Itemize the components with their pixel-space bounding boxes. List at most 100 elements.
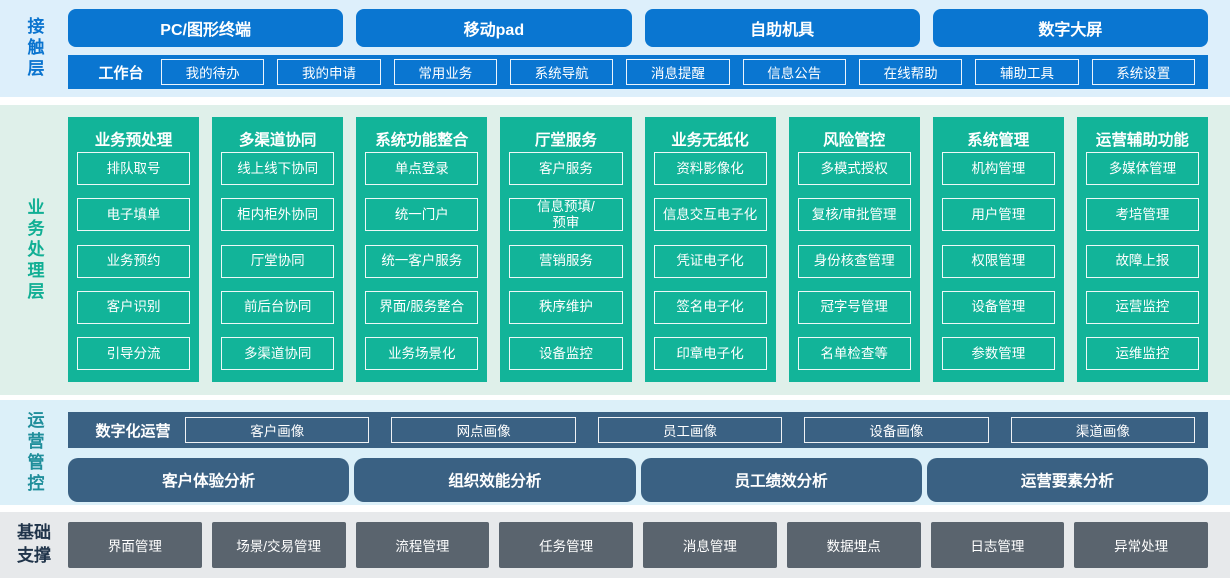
business-module-node: 单点登录 — [365, 152, 479, 185]
business-column: 系统功能整合 单点登录统一门户统一客户服务界面/服务整合业务场景化 — [356, 117, 488, 382]
business-module-node: 电子填单 — [77, 198, 191, 232]
business-module-node: 秩序维护 — [509, 290, 623, 324]
workbench-item: 系统设置 — [1091, 59, 1195, 85]
business-module-node: 运维监控 — [1085, 337, 1199, 370]
portrait-node: 渠道画像 — [1010, 417, 1196, 443]
business-column-title: 系统管理 — [967, 131, 1030, 149]
business-module-node: 签名电子化 — [653, 290, 767, 324]
workbench-item: 我的待办 — [161, 59, 265, 85]
business-module-node: 统一客户服务 — [365, 244, 479, 278]
terminal-node: 移动pad — [356, 9, 632, 47]
foundation-node: 数据埋点 — [786, 522, 921, 568]
business-module-node: 故障上报 — [1085, 244, 1199, 278]
operations-layer-band: 运营管控 数字化运营 客户画像网点画像员工画像设备画像渠道画像 客户体验分析组织… — [0, 400, 1230, 505]
business-module-node: 用户管理 — [941, 198, 1055, 232]
business-column-title: 风险管控 — [823, 131, 886, 149]
business-layer-band: 业务处理层 业务预处理 排队取号电子填单业务预约客户识别引导分流 多渠道协同 线… — [0, 105, 1230, 395]
workbench-items: 我的待办我的申请常用业务系统导航消息提醒信息公告在线帮助辅助工具系统设置 — [161, 59, 1195, 85]
digital-ops-items: 客户画像网点画像员工画像设备画像渠道画像 — [185, 417, 1196, 443]
digital-ops-label: 数字化运营 — [95, 422, 171, 440]
portrait-node: 网点画像 — [391, 417, 576, 443]
business-module-node: 参数管理 — [941, 337, 1055, 370]
operations-layer-content: 数字化运营 客户画像网点画像员工画像设备画像渠道画像 客户体验分析组织效能分析员… — [68, 400, 1208, 505]
business-column: 多渠道协同 线上线下协同柜内柜外协同厅堂协同前后台协同多渠道协同 — [212, 117, 344, 382]
business-column: 厅堂服务 客户服务信息预填/ 预审营销服务秩序维护设备监控 — [500, 117, 632, 382]
analysis-row: 客户体验分析组织效能分析员工绩效分析运营要素分析 — [68, 458, 1208, 502]
business-module-node: 前后台协同 — [221, 290, 335, 324]
terminal-node: 数字大屏 — [932, 9, 1208, 47]
business-column-title: 厅堂服务 — [534, 131, 597, 149]
business-module-node: 设备监控 — [509, 337, 623, 370]
business-module-node: 多模式授权 — [797, 152, 911, 185]
analysis-node: 组织效能分析 — [354, 458, 636, 502]
foundation-node: 任务管理 — [499, 522, 633, 568]
foundation-items: 界面管理场景/交易管理流程管理任务管理消息管理数据埋点日志管理异常处理 — [68, 522, 1208, 568]
business-module-node: 引导分流 — [77, 337, 191, 370]
business-column-items: 多媒体管理考培管理故障上报运营监控运维监控 — [1085, 152, 1199, 370]
business-module-node: 机构管理 — [941, 152, 1055, 185]
business-column-title: 系统功能整合 — [375, 131, 469, 149]
workbench-item: 我的申请 — [277, 59, 381, 85]
business-layer-label: 业务处理层 — [24, 197, 44, 303]
business-module-node: 界面/服务整合 — [365, 290, 479, 324]
business-module-node: 业务场景化 — [365, 337, 479, 370]
portrait-node: 员工画像 — [597, 417, 783, 443]
foundation-node: 消息管理 — [643, 522, 777, 568]
business-module-node: 多媒体管理 — [1085, 152, 1199, 185]
foundation-layer-label: 基础支撑 — [17, 523, 51, 565]
workbench-item: 常用业务 — [393, 59, 497, 85]
business-module-node: 业务预约 — [77, 244, 191, 278]
business-module-node: 冠字号管理 — [797, 290, 911, 324]
workbench-item: 辅助工具 — [975, 59, 1079, 85]
business-column-title: 运营辅助功能 — [1095, 131, 1189, 149]
business-module-node: 名单检查等 — [797, 337, 911, 370]
business-layer-content: 业务预处理 排队取号电子填单业务预约客户识别引导分流 多渠道协同 线上线下协同柜… — [68, 105, 1208, 395]
business-column-title: 业务无纸化 — [671, 131, 749, 149]
business-column-items: 机构管理用户管理权限管理设备管理参数管理 — [941, 152, 1055, 370]
business-module-node: 客户服务 — [509, 152, 623, 185]
business-module-node: 排队取号 — [77, 152, 191, 185]
business-module-node: 复核/审批管理 — [797, 198, 911, 232]
business-column: 风险管控 多模式授权复核/审批管理身份核查管理冠字号管理名单检查等 — [788, 117, 920, 382]
business-module-node: 资料影像化 — [653, 152, 767, 185]
foundation-node: 界面管理 — [68, 522, 202, 568]
terminal-node: PC/图形终端 — [68, 9, 344, 47]
contact-layer-content: PC/图形终端移动pad 自助机具数字大屏 工作台 我的待办我的申请常用业务系统导… — [68, 0, 1208, 97]
business-column: 业务无纸化 资料影像化信息交互电子化凭证电子化签名电子化印章电子化 — [644, 117, 776, 382]
business-module-node: 运营监控 — [1085, 290, 1199, 324]
business-module-node: 身份核查管理 — [797, 244, 911, 278]
business-module-node: 信息交互电子化 — [653, 198, 767, 232]
business-column-title: 多渠道协同 — [238, 131, 317, 149]
operations-layer-label: 运营管控 — [24, 410, 44, 495]
business-column: 业务预处理 排队取号电子填单业务预约客户识别引导分流 — [68, 117, 200, 382]
business-columns: 业务预处理 排队取号电子填单业务预约客户识别引导分流 多渠道协同 线上线下协同柜… — [68, 117, 1208, 382]
business-column-items: 单点登录统一门户统一客户服务界面/服务整合业务场景化 — [365, 152, 479, 370]
business-module-node: 设备管理 — [941, 290, 1055, 324]
terminal-node: 自助机具 — [644, 9, 920, 47]
workbench-item: 在线帮助 — [858, 59, 963, 85]
workbench-item: 消息提醒 — [626, 59, 730, 85]
terminal-row: PC/图形终端移动pad 自助机具数字大屏 — [68, 9, 1208, 47]
workbench-item: 信息公告 — [742, 59, 846, 85]
business-column-title: 业务预处理 — [94, 131, 173, 149]
digital-ops-bar: 数字化运营 客户画像网点画像员工画像设备画像渠道画像 — [68, 412, 1208, 448]
business-column-items: 多模式授权复核/审批管理身份核查管理冠字号管理名单检查等 — [797, 152, 911, 370]
foundation-node: 场景/交易管理 — [211, 522, 346, 568]
portrait-node: 客户画像 — [185, 417, 370, 443]
analysis-node: 客户体验分析 — [68, 458, 350, 502]
portrait-node: 设备画像 — [804, 417, 989, 443]
business-module-node: 印章电子化 — [653, 337, 767, 370]
foundation-node: 日志管理 — [930, 522, 1065, 568]
business-column: 运营辅助功能 多媒体管理考培管理故障上报运营监控运维监控 — [1076, 117, 1208, 382]
workbench-label: 工作台 — [98, 64, 144, 82]
business-module-node: 客户识别 — [77, 290, 191, 324]
analysis-node: 员工绩效分析 — [640, 458, 922, 502]
workbench-item: 系统导航 — [509, 59, 614, 85]
business-module-node: 厅堂协同 — [221, 244, 335, 278]
foundation-node: 流程管理 — [355, 522, 490, 568]
business-column-items: 资料影像化信息交互电子化凭证电子化签名电子化印章电子化 — [653, 152, 767, 370]
business-module-node: 柜内柜外协同 — [221, 198, 335, 232]
foundation-node: 异常处理 — [1074, 522, 1208, 568]
